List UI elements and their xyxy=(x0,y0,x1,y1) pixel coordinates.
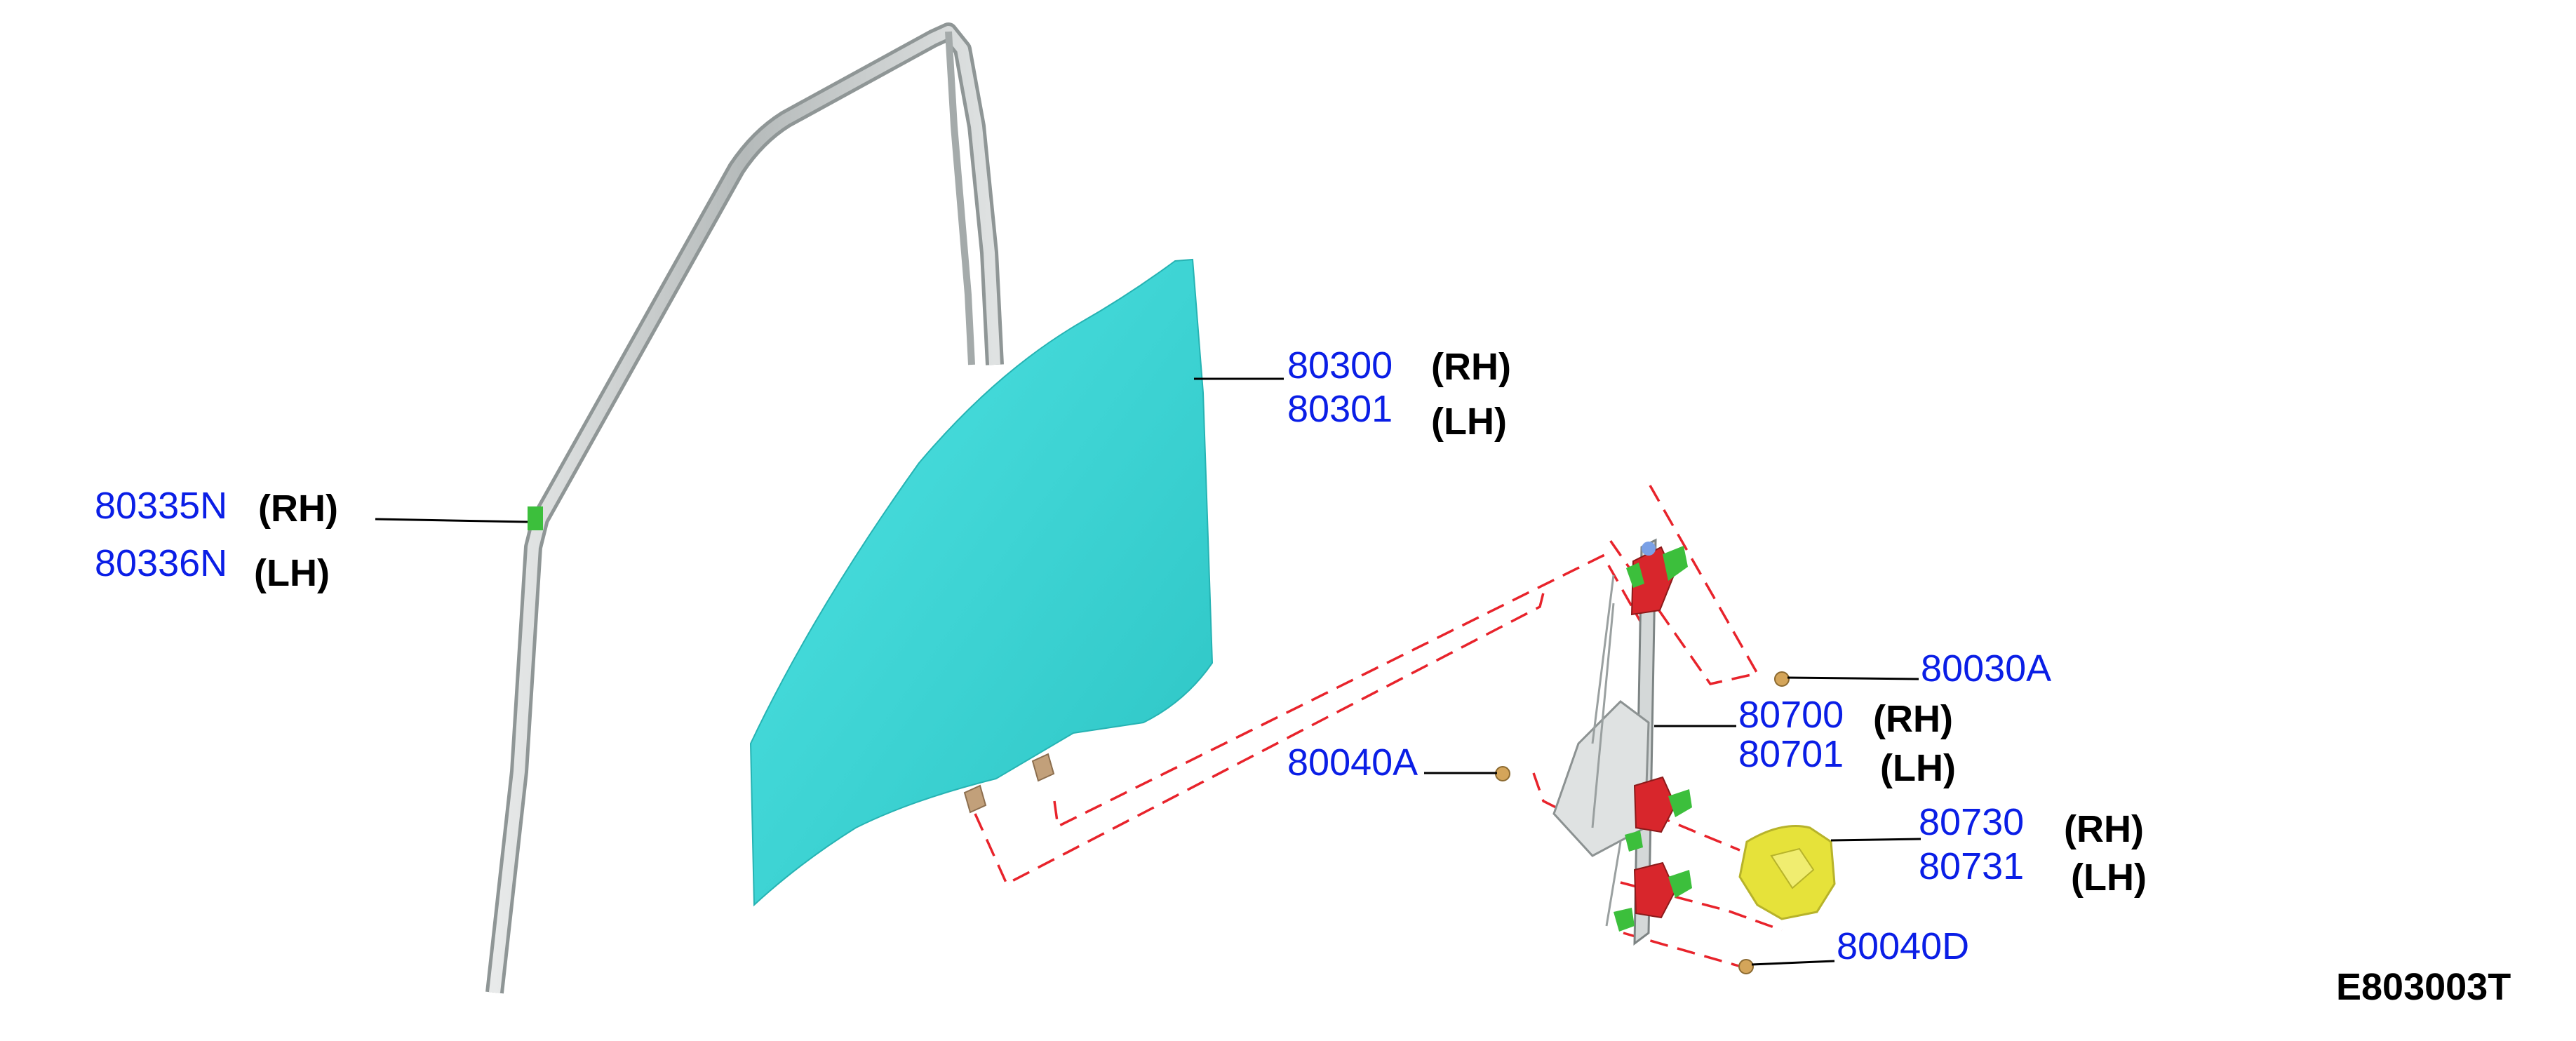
label-motor-lh-part: 80731 xyxy=(1919,845,2025,887)
regulator-clip-green xyxy=(1614,908,1635,932)
regulator-pulley xyxy=(1642,542,1656,556)
label-glass-rh-part: 80300 xyxy=(1287,344,1393,387)
bolt-icon xyxy=(1738,959,1754,974)
bolt-icon xyxy=(1774,671,1790,687)
regulator-clip-green xyxy=(1625,831,1643,852)
label-motor-rh-part: 80730 xyxy=(1919,801,2025,843)
label-glass-lh-part: 80301 xyxy=(1287,388,1393,430)
label-regulator-rh-side: (RH) xyxy=(1873,698,1953,740)
label-regulator-lh-part: 80701 xyxy=(1738,733,1844,775)
regulator-clip-green xyxy=(1663,546,1688,581)
regulator-clip-green xyxy=(1668,870,1692,898)
glass-run-channel xyxy=(485,22,1004,994)
window-regulator xyxy=(1552,538,1692,946)
door-glass xyxy=(749,258,1214,907)
label-run-lh-side: (LH) xyxy=(254,552,330,594)
label-bolt-left: 80040A xyxy=(1287,741,1418,784)
window-motor xyxy=(1738,825,1836,920)
glass-bracket-icon xyxy=(1031,753,1055,782)
run-clip-green xyxy=(528,506,543,530)
leader-lines xyxy=(375,377,1921,966)
label-regulator-rh-part: 80700 xyxy=(1738,694,1844,736)
glass-bracket-icon xyxy=(963,784,987,814)
figure-reference: E803003T xyxy=(2336,966,2511,1008)
label-bolt-upper: 80030A xyxy=(1921,647,2052,690)
label-run-rh-side: (RH) xyxy=(258,488,338,530)
label-motor-lh-side: (LH) xyxy=(2071,857,2147,899)
regulator-clip-red xyxy=(1633,776,1677,833)
regulator-clip-green xyxy=(1626,563,1644,588)
regulator-clip-red xyxy=(1630,546,1675,616)
label-glass-lh-side: (LH) xyxy=(1431,401,1507,443)
label-glass-rh-side: (RH) xyxy=(1431,346,1511,388)
regulator-clip-red xyxy=(1633,861,1677,919)
label-run-rh-part: 80335N xyxy=(95,485,228,527)
bolt-icon xyxy=(1495,766,1510,781)
label-regulator-lh-side: (LH) xyxy=(1880,747,1956,789)
regulator-clip-green xyxy=(1668,789,1692,817)
label-bolt-lower: 80040D xyxy=(1837,925,1970,967)
label-run-lh-part: 80336N xyxy=(95,542,228,584)
label-motor-rh-side: (RH) xyxy=(2064,808,2144,850)
